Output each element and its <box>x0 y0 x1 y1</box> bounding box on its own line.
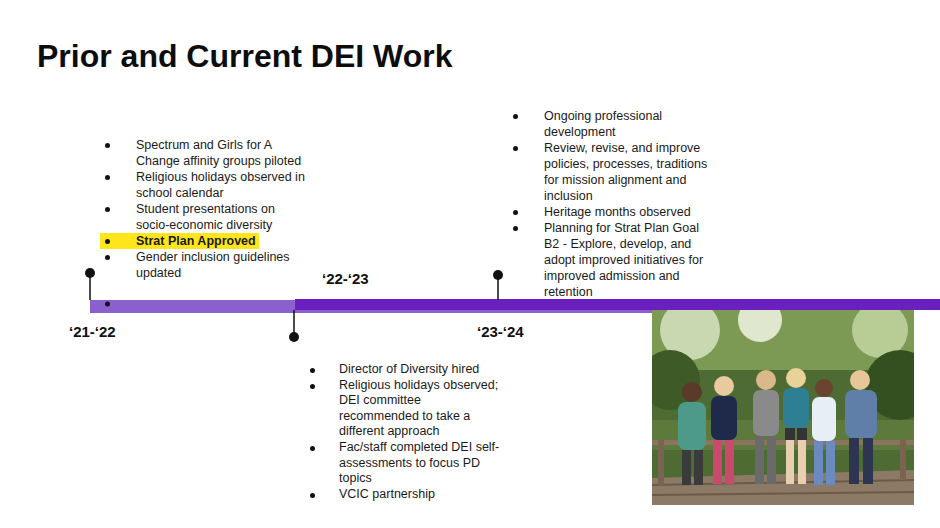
bullet-text: Religious holidays observed; DEI committ… <box>339 378 498 439</box>
bullet-item: Fac/staff completed DEI self-assessments… <box>305 440 501 487</box>
bullet-text: Spectrum and Girls for A Change affinity… <box>136 138 301 168</box>
bullet-item: Planning for Strat Plan Goal B2 - Explor… <box>508 220 714 300</box>
bullet-item: Heritage months observed <box>508 204 714 220</box>
bullet-text: Director of Diversity hired <box>339 362 479 376</box>
bullet-text: VCIC partnership <box>339 487 435 501</box>
bullet-list: Director of Diversity hiredReligious hol… <box>305 362 501 502</box>
bullet-list: Spectrum and Girls for A Change affinity… <box>100 137 310 281</box>
bullet-item: Religious holidays observed; DEI committ… <box>305 378 501 440</box>
empty-bullet <box>105 302 110 307</box>
bullet-item: Review, revise, and improve policies, pr… <box>508 140 714 204</box>
year-label: ‘21-‘22 <box>69 323 116 341</box>
bullet-text: Strat Plan Approved <box>136 234 256 248</box>
bullet-text: Student presentations on socio-economic … <box>136 202 275 232</box>
bullet-text: Religious holidays observed in school ca… <box>136 170 305 200</box>
bullet-item: Director of Diversity hired <box>305 362 501 378</box>
bullet-item: Ongoing professional development <box>508 108 714 140</box>
year-label: ‘22-‘23 <box>322 270 369 288</box>
highlighted-bullet-item: Strat Plan Approved <box>100 233 259 249</box>
marker-dot <box>85 268 95 278</box>
bullet-item: Spectrum and Girls for A Change affinity… <box>100 137 310 169</box>
year-label: ‘23-‘24 <box>477 323 524 341</box>
bullet-text: Heritage months observed <box>544 205 691 219</box>
bullet-text: Gender inclusion guidelines updated <box>136 250 290 280</box>
bullet-text: Fac/staff completed DEI self-assessments… <box>339 440 499 485</box>
marker-dot <box>493 270 503 280</box>
bullet-text: Review, revise, and improve policies, pr… <box>544 141 707 203</box>
bullet-text: Ongoing professional development <box>544 109 662 139</box>
timeline-bar <box>295 299 940 310</box>
bullet-item: Student presentations on socio-economic … <box>100 201 310 233</box>
bullet-item: Gender inclusion guidelines updated <box>100 249 310 281</box>
slide-title: Prior and Current DEI Work <box>37 37 452 75</box>
bullet-item: VCIC partnership <box>305 487 501 503</box>
group-photo <box>640 298 935 505</box>
bullet-list: Ongoing professional developmentReview, … <box>508 108 714 300</box>
bullet-item: Religious holidays observed in school ca… <box>100 169 310 201</box>
bullet-text: Planning for Strat Plan Goal B2 - Explor… <box>544 221 703 299</box>
marker-dot <box>289 332 299 342</box>
